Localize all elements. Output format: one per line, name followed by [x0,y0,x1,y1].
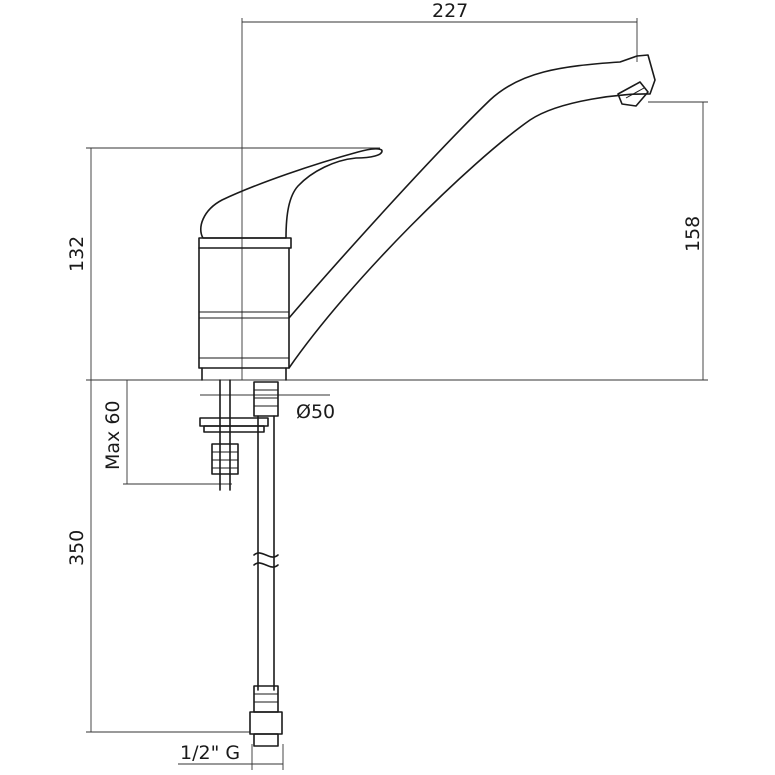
dim-label-width: 227 [432,0,468,22]
aerator [617,81,649,107]
dim-label-height-158: 158 [682,216,704,252]
dim-label-diameter: Ø50 [296,401,335,423]
dim-label-thread: 1/2" G [180,742,240,764]
dim-label-max-60: Max 60 [102,401,124,471]
dimension-lines [86,18,708,770]
lever-handle [199,148,383,239]
mounting-hardware [199,379,269,491]
spout [288,54,656,369]
faucet-cylinder [198,247,290,369]
faucet-body [198,54,656,381]
flexible-hose [249,381,283,747]
dim-label-hose-350: 350 [66,530,88,566]
dim-label-height-132: 132 [66,236,88,272]
